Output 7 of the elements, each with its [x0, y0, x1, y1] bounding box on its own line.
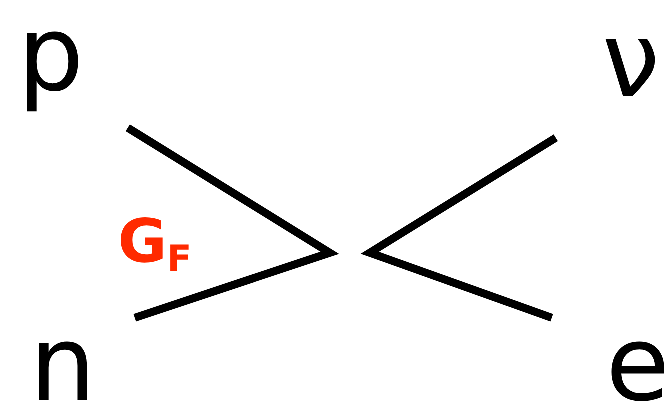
- interaction-line: [360, 134, 558, 322]
- particle-symbol: ν: [601, 0, 662, 123]
- interaction-line: [126, 124, 340, 322]
- particle-symbol: p: [17, 8, 86, 117]
- particle-symbol: e: [605, 318, 668, 410]
- particle-symbol: n: [29, 318, 97, 410]
- coupling-constant-label: G$_{F}$: [118, 212, 192, 278]
